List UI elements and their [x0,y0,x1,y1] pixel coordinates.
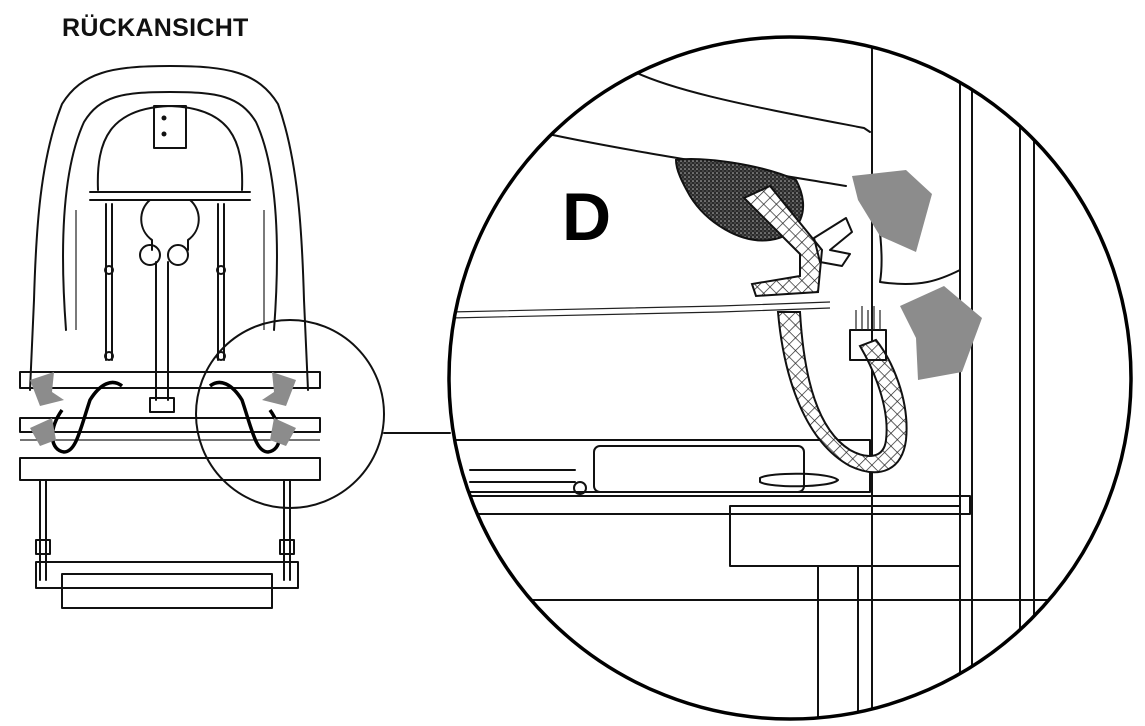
beam-slot [469,469,576,483]
center-post-clamp [149,397,175,413]
detail-view-d [449,37,1131,719]
beam-slot [759,472,839,488]
rail-bolt [216,265,226,275]
rear-view-title: RÜCKANSICHT [62,14,249,42]
detail-callout-circle [195,319,385,509]
harness-loop [167,244,189,266]
detail-label: D [562,179,611,255]
rail-bolt [104,351,114,361]
harness-strap [742,184,824,298]
rail-bolt [104,265,114,275]
leg-clamp [279,539,295,555]
beam-bolt [573,481,587,495]
base-plate [61,573,273,609]
detail-circle [447,35,1133,721]
harness-strap-loop [776,311,908,474]
direction-arrow [30,418,56,446]
lower-frame-bar [19,371,321,389]
harness-loop [139,244,161,266]
center-post [155,261,169,401]
direction-arrow [270,418,296,446]
strap-buckle [813,217,853,267]
leg-clamp [35,539,51,555]
seat-panel-line [449,301,831,313]
seat-backrest-inner [62,91,278,331]
connector-pins [855,306,881,330]
seat-shell-edge [619,63,871,133]
seat-rear-view [19,65,451,609]
seat-panel-line [449,307,831,319]
lower-frame-bar [19,457,321,481]
beam-block [593,445,805,493]
direction-arrow [30,372,64,406]
mount-bolt [161,115,167,121]
headrest-mount-plate [153,105,187,149]
direction-arrow [262,372,296,406]
lower-beam [449,439,871,493]
lower-frame-bar [19,417,321,433]
mount-bolt [161,131,167,137]
clamp-block [729,505,961,567]
seat-shell-outline [29,65,309,391]
base-tray [35,561,299,589]
harness-pass-through [140,199,200,251]
direction-arrow-up [900,286,982,380]
upper-crossbar [89,191,251,201]
direction-arrow-down [852,170,932,252]
